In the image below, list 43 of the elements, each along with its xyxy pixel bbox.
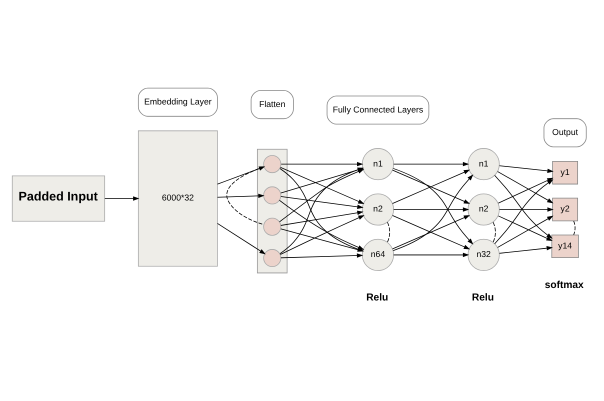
node-circle	[263, 249, 282, 268]
arrow	[217, 194, 265, 198]
node-box: Fully Connected Layers	[326, 96, 430, 125]
node-circle: n64	[362, 238, 394, 271]
node-circle	[263, 186, 282, 204]
label: softmax	[544, 280, 584, 292]
node-circle: n1	[362, 148, 394, 180]
node-box: 6000*32	[138, 130, 218, 267]
node-box: Embedding Layer	[138, 88, 218, 117]
arrow	[497, 216, 554, 248]
label: Relu	[472, 292, 494, 304]
arrow	[393, 162, 470, 166]
node-circle	[263, 155, 282, 174]
node-box: y1	[552, 160, 578, 184]
arrow	[498, 216, 553, 241]
node-box: y2	[552, 198, 578, 222]
arrow	[499, 207, 554, 212]
arrow	[280, 166, 364, 204]
node-box: Padded Input	[12, 175, 106, 222]
arrow	[279, 169, 364, 222]
connector	[387, 222, 390, 243]
node-circle: n2	[362, 193, 394, 226]
label: Relu	[366, 292, 388, 304]
node-circle	[263, 218, 282, 236]
node-box: Flatten	[250, 90, 294, 120]
arrow	[280, 196, 364, 209]
arrow	[392, 215, 470, 250]
arrow	[217, 223, 266, 254]
arrow	[392, 170, 470, 204]
arrow	[393, 252, 470, 258]
arrow	[104, 196, 140, 201]
arrow	[280, 210, 364, 226]
arrow	[393, 207, 470, 212]
arrow	[280, 253, 364, 258]
node-box: y14	[551, 234, 579, 258]
arrow	[280, 162, 364, 166]
arrow	[499, 246, 553, 254]
node-box: Output	[544, 118, 587, 148]
node-circle: n2	[468, 193, 500, 226]
connector	[573, 220, 576, 236]
arrow	[280, 168, 364, 194]
connector	[492, 222, 496, 243]
arrow	[499, 165, 554, 174]
